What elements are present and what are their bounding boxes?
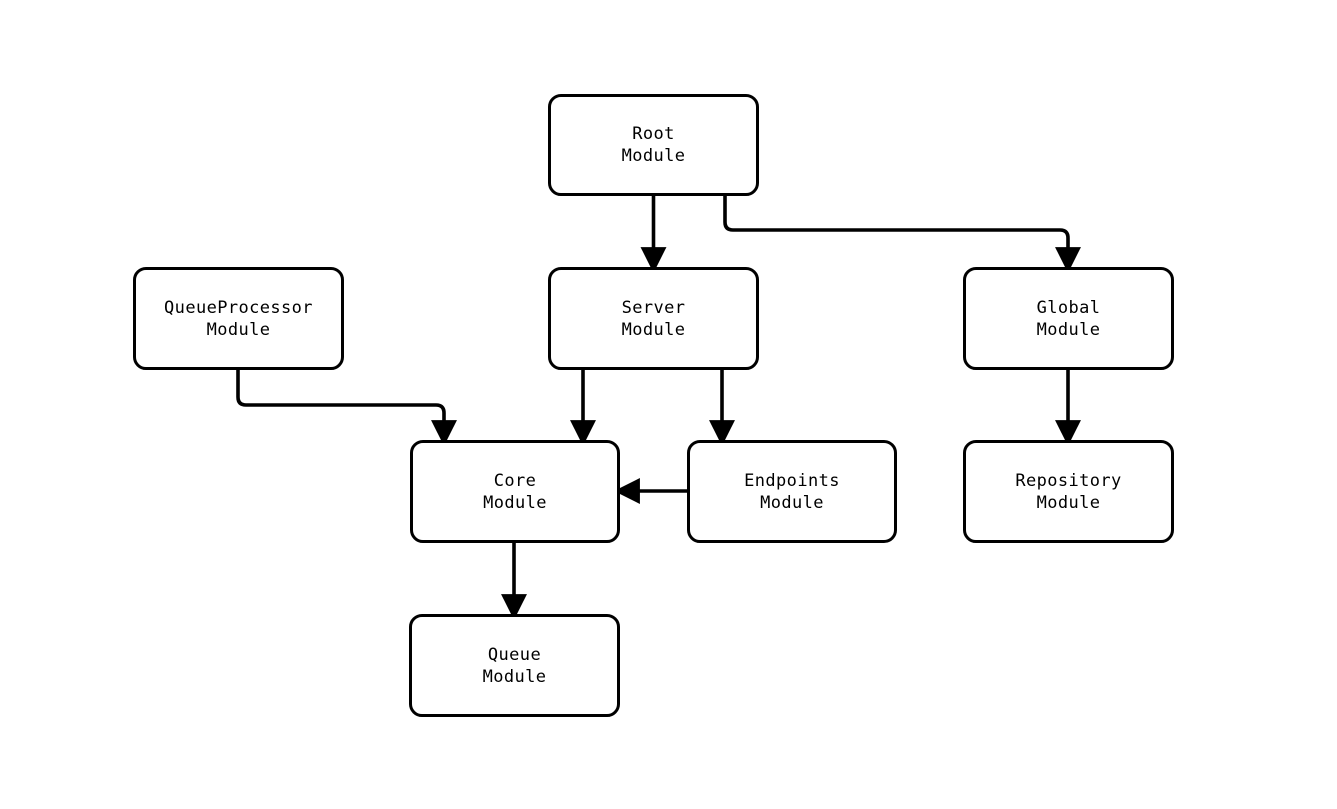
- node-queue[interactable]: Queue Module: [409, 614, 620, 717]
- edge-queueprocessor-to-core: [236, 370, 457, 446]
- node-queueprocessor[interactable]: QueueProcessor Module: [133, 267, 344, 370]
- node-server-subtitle: Module: [621, 319, 686, 340]
- node-repository-subtitle: Module: [1036, 492, 1101, 513]
- node-root-title: Root: [632, 124, 675, 144]
- node-core[interactable]: Core Module: [410, 440, 620, 543]
- node-endpoints[interactable]: Endpoints Module: [687, 440, 897, 543]
- node-server[interactable]: Server Module: [548, 267, 759, 370]
- node-global-title: Global: [1036, 297, 1101, 318]
- node-queueprocessor-subtitle: Module: [206, 319, 271, 340]
- node-root-subtitle: Module: [621, 146, 686, 166]
- node-queue-title: Queue: [487, 644, 542, 665]
- node-server-title: Server: [621, 297, 686, 318]
- node-endpoints-subtitle: Module: [760, 492, 824, 513]
- node-repository[interactable]: Repository Module: [963, 440, 1174, 543]
- node-root[interactable]: Root Module: [548, 94, 759, 196]
- node-global[interactable]: Global Module: [963, 267, 1174, 370]
- edge-root-to-global: [723, 196, 1081, 273]
- node-queueprocessor-title: QueueProcessor: [164, 297, 313, 318]
- node-repository-title: Repository: [1015, 470, 1122, 491]
- node-core-subtitle: Module: [483, 492, 547, 513]
- node-endpoints-title: Endpoints: [744, 470, 840, 491]
- node-queue-subtitle: Module: [482, 666, 547, 687]
- node-core-title: Core: [493, 470, 537, 491]
- node-global-subtitle: Module: [1036, 319, 1101, 340]
